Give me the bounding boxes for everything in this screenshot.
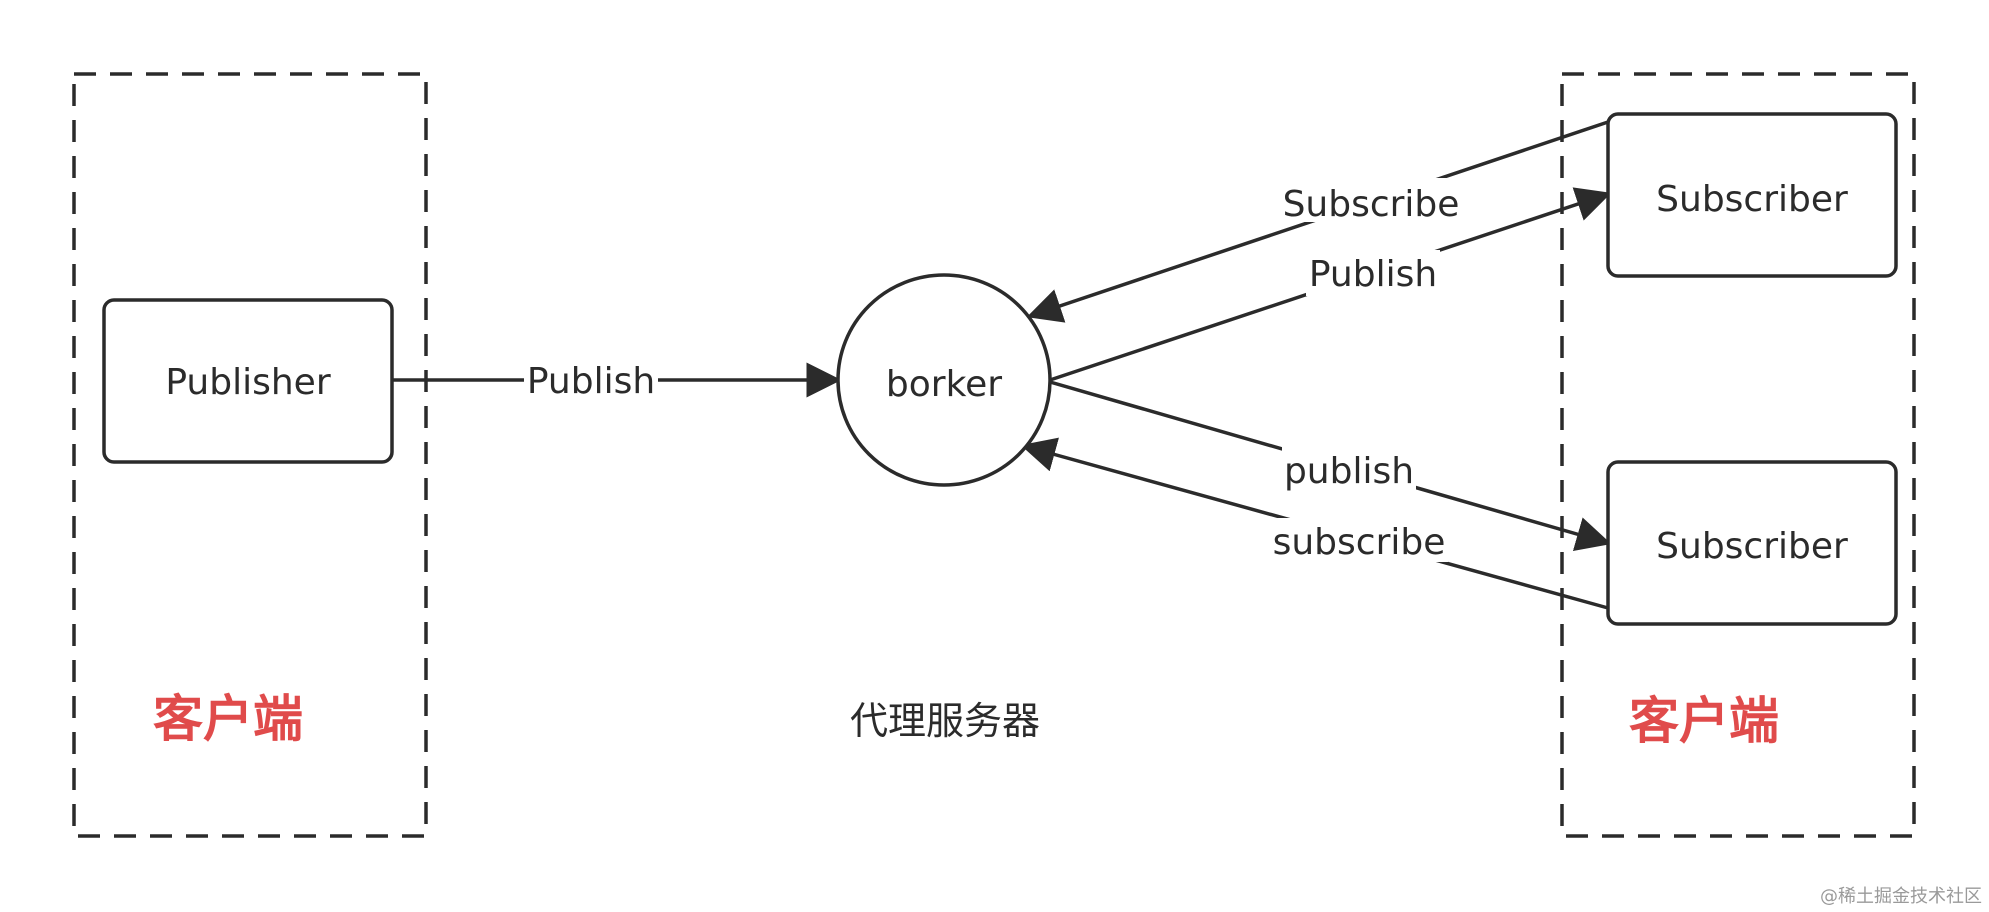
edge-label-publisher-publish: Publish — [527, 361, 655, 402]
subscriber-top-label: Subscriber — [1656, 179, 1848, 220]
right-client-group — [1560, 72, 1916, 838]
subscriber-bottom-label: Subscriber — [1656, 526, 1848, 567]
broker-node — [836, 273, 1052, 487]
left-client-group — [72, 72, 428, 838]
proxy-server-label: 代理服务器 — [850, 699, 1040, 743]
publisher-label: Publisher — [165, 362, 330, 403]
broker-label: borker — [886, 364, 1002, 405]
left-client-label: 客户端 — [153, 690, 303, 748]
edge-label-publish-bottom: publish — [1284, 451, 1414, 492]
edge-label-subscribe-top: Subscribe — [1283, 184, 1460, 225]
edge-label-subscribe-bottom: subscribe — [1273, 522, 1446, 563]
watermark: @稀土掘金技术社区 — [1820, 886, 1982, 907]
subscriber-top-node — [1606, 112, 1898, 278]
edge-label-publish-top: Publish — [1309, 254, 1437, 295]
subscriber-bottom-node — [1606, 460, 1898, 626]
right-client-label: 客户端 — [1629, 692, 1779, 750]
publisher-node — [102, 298, 394, 464]
